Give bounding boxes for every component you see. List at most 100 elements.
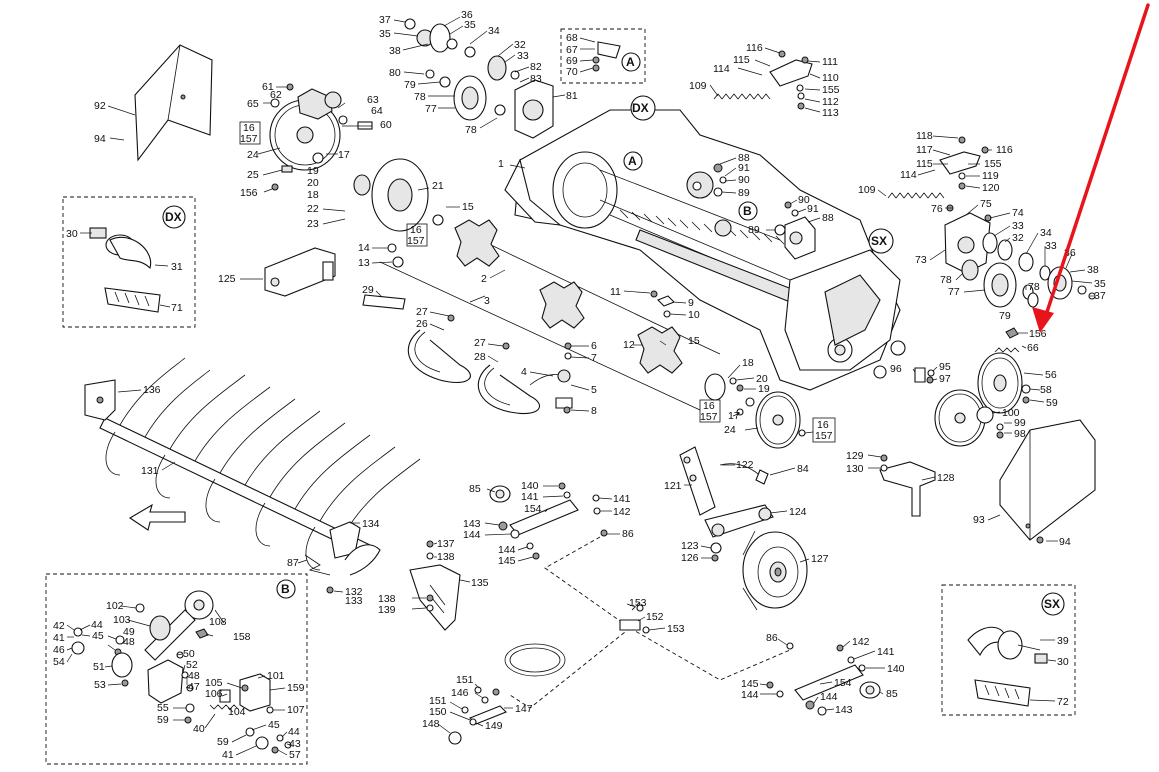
callout-29: 29 bbox=[362, 284, 374, 296]
callout-20: 20 bbox=[307, 177, 319, 189]
callout-141-a: 141 bbox=[521, 491, 539, 503]
callout-21: 21 bbox=[432, 180, 444, 192]
callout-27-a: 27 bbox=[416, 306, 428, 318]
callout-48-a: 48 bbox=[123, 636, 135, 648]
callout-158: 158 bbox=[233, 631, 251, 643]
callout-99: 99 bbox=[1014, 417, 1026, 429]
callout-86-a: 86 bbox=[622, 528, 634, 540]
callout-141-c: 141 bbox=[877, 646, 895, 658]
callout-138-a: 138 bbox=[437, 551, 455, 563]
callout-71: 71 bbox=[171, 302, 183, 314]
callout-102: 102 bbox=[106, 600, 124, 612]
callout-120: 120 bbox=[982, 182, 1000, 194]
gear-stack-top bbox=[404, 18, 554, 139]
view-label-dx-detail: DX bbox=[165, 210, 182, 224]
callout-79-a: 79 bbox=[404, 79, 416, 91]
callout-103: 103 bbox=[113, 614, 131, 626]
detail-box-a: A bbox=[560, 28, 646, 84]
callout-7: 7 bbox=[591, 352, 597, 364]
callout-36-b: 36 bbox=[1064, 247, 1076, 259]
bracket-125 bbox=[264, 247, 336, 297]
callout-26: 26 bbox=[416, 318, 428, 330]
callout-25: 25 bbox=[247, 169, 259, 181]
callout-50: 50 bbox=[183, 648, 195, 660]
view-label-b-detail: B bbox=[281, 582, 290, 596]
callout-134: 134 bbox=[362, 518, 380, 530]
hose-lines bbox=[504, 536, 791, 709]
callout-61: 61 bbox=[262, 81, 274, 93]
callout-126: 126 bbox=[681, 552, 699, 564]
callout-156-a: 156 bbox=[240, 187, 258, 199]
callout-109-a: 109 bbox=[689, 80, 707, 92]
main-frame-1 bbox=[504, 109, 906, 391]
bracket-128 bbox=[879, 454, 936, 517]
guard-93 bbox=[999, 419, 1096, 544]
callout-133: 133 bbox=[345, 595, 363, 607]
callout-101: 101 bbox=[267, 670, 285, 682]
callout-75: 75 bbox=[980, 198, 992, 210]
callout-97: 97 bbox=[939, 373, 951, 385]
callout-6: 6 bbox=[591, 340, 597, 352]
callout-132: 132 bbox=[345, 586, 363, 598]
callout-16-d: 16 bbox=[817, 419, 829, 431]
callout-123: 123 bbox=[681, 540, 699, 552]
callout-131: 131 bbox=[141, 465, 159, 477]
shaft-2 bbox=[379, 219, 721, 411]
callout-89-b: 89 bbox=[748, 224, 760, 236]
callout-124: 124 bbox=[789, 506, 807, 518]
callout-53: 53 bbox=[94, 679, 106, 691]
callout-3: 3 bbox=[484, 295, 490, 307]
callout-147: 147 bbox=[515, 703, 533, 715]
callout-12: 12 bbox=[623, 339, 635, 351]
callout-8: 8 bbox=[591, 405, 597, 417]
callout-65: 65 bbox=[247, 98, 259, 110]
callout-93: 93 bbox=[973, 514, 985, 526]
callout-140-b: 140 bbox=[887, 663, 905, 675]
callout-62: 62 bbox=[270, 89, 282, 101]
callout-87: 87 bbox=[287, 557, 299, 569]
callout-98: 98 bbox=[1014, 428, 1026, 440]
callout-116-b: 116 bbox=[996, 144, 1013, 156]
callout-30-b: 30 bbox=[1057, 656, 1069, 668]
callout-112: 112 bbox=[822, 96, 839, 108]
callout-44-b: 44 bbox=[288, 726, 300, 738]
callout-152: 152 bbox=[646, 611, 664, 623]
callout-88-a: 88 bbox=[738, 152, 750, 164]
callout-60: 60 bbox=[380, 119, 392, 131]
callout-59-b: 59 bbox=[157, 714, 169, 726]
callout-91-b: 91 bbox=[807, 203, 819, 215]
tine-bar-131 bbox=[84, 357, 421, 571]
callout-66: 66 bbox=[1027, 342, 1039, 354]
callout-109-b: 109 bbox=[858, 184, 876, 196]
callout-13: 13 bbox=[358, 257, 370, 269]
callout-119: 119 bbox=[982, 170, 999, 182]
spring-clip-26 bbox=[407, 314, 471, 384]
callout-28: 28 bbox=[474, 351, 486, 363]
callout-90-a: 90 bbox=[738, 174, 750, 186]
callout-11: 11 bbox=[610, 286, 621, 298]
callout-137: 137 bbox=[437, 538, 455, 550]
callout-140-a: 140 bbox=[521, 480, 539, 492]
callout-153-b: 153 bbox=[667, 623, 685, 635]
callout-54: 54 bbox=[53, 656, 65, 668]
callout-145-a: 145 bbox=[498, 555, 516, 567]
hub-21 bbox=[353, 158, 429, 232]
callout-23: 23 bbox=[307, 218, 319, 230]
callout-49: 49 bbox=[123, 626, 135, 638]
callout-64: 64 bbox=[371, 105, 383, 117]
callout-56: 56 bbox=[1045, 369, 1057, 381]
callout-4: 4 bbox=[521, 366, 527, 378]
view-badge-b bbox=[738, 201, 758, 221]
callout-83: 83 bbox=[530, 73, 542, 85]
callout-19-b: 19 bbox=[758, 383, 770, 395]
callout-94: 94 bbox=[94, 133, 106, 145]
callout-85-a: 85 bbox=[469, 483, 481, 495]
sprocket-56-assembly bbox=[914, 352, 1031, 447]
view-label-sx-detail: SX bbox=[1044, 597, 1060, 611]
callout-18-a: 18 bbox=[307, 189, 319, 201]
callout-17-a: 17 bbox=[338, 149, 350, 161]
callout-46: 46 bbox=[53, 644, 65, 656]
callout-40: 40 bbox=[193, 723, 205, 735]
callout-34-b: 34 bbox=[1040, 227, 1052, 239]
callout-155-a: 155 bbox=[822, 84, 840, 96]
